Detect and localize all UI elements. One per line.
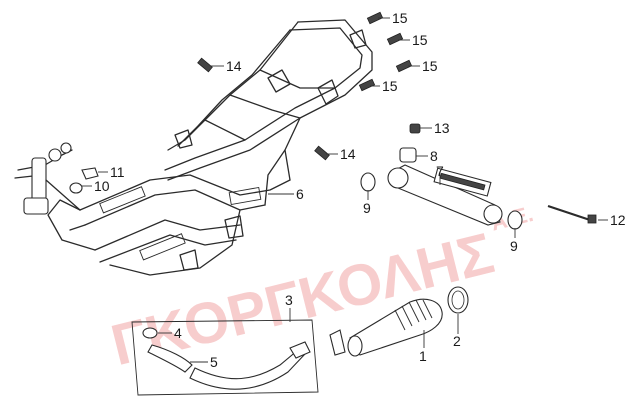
callout-8: 8 xyxy=(430,148,438,164)
clip-11 xyxy=(81,167,99,180)
bolt-12 xyxy=(547,204,597,224)
callout-9-b: 9 xyxy=(510,238,518,254)
callout-1: 1 xyxy=(419,348,427,364)
callout-3: 3 xyxy=(285,292,293,308)
callout-15-a: 15 xyxy=(392,10,408,26)
leader-lines xyxy=(82,17,608,363)
clamp-2 xyxy=(447,286,469,314)
callout-14-b: 14 xyxy=(340,146,356,162)
bolt-15-c xyxy=(395,59,413,73)
bolt-15-b xyxy=(386,32,404,46)
bushing-8 xyxy=(399,147,417,163)
assembly-3-group xyxy=(131,319,319,396)
o-ring-4 xyxy=(142,327,158,339)
engine-hanger-7 xyxy=(387,164,503,226)
frame-body xyxy=(14,19,373,276)
callout-10: 10 xyxy=(94,178,110,194)
callout-6: 6 xyxy=(296,186,304,202)
callout-15-d: 15 xyxy=(382,78,398,94)
callout-11: 11 xyxy=(110,164,125,180)
bolt-14-a xyxy=(197,57,213,73)
callout-4: 4 xyxy=(174,325,182,341)
bolt-15-a xyxy=(366,11,384,25)
callout-9-a: 9 xyxy=(363,200,371,216)
bolt-14-b xyxy=(314,145,330,161)
intake-duct-1 xyxy=(329,298,443,357)
callout-15-c: 15 xyxy=(422,58,438,74)
bolt-15-d xyxy=(358,78,376,92)
callout-labels: 15 15 15 15 14 14 13 8 7 6 9 9 12 11 10 … xyxy=(94,10,626,370)
callout-5: 5 xyxy=(210,354,218,370)
washer-10 xyxy=(69,182,83,194)
callout-12: 12 xyxy=(610,212,626,228)
callout-2: 2 xyxy=(453,333,461,349)
bushing-9-b xyxy=(507,210,523,230)
callout-7: 7 xyxy=(436,163,444,179)
bushing-9-a xyxy=(360,172,376,192)
duct-5 xyxy=(147,344,193,373)
hardware-parts xyxy=(69,11,597,230)
callout-13: 13 xyxy=(434,120,450,136)
nut-13 xyxy=(409,123,421,134)
callout-14-a: 14 xyxy=(226,58,242,74)
callout-15-b: 15 xyxy=(412,32,428,48)
